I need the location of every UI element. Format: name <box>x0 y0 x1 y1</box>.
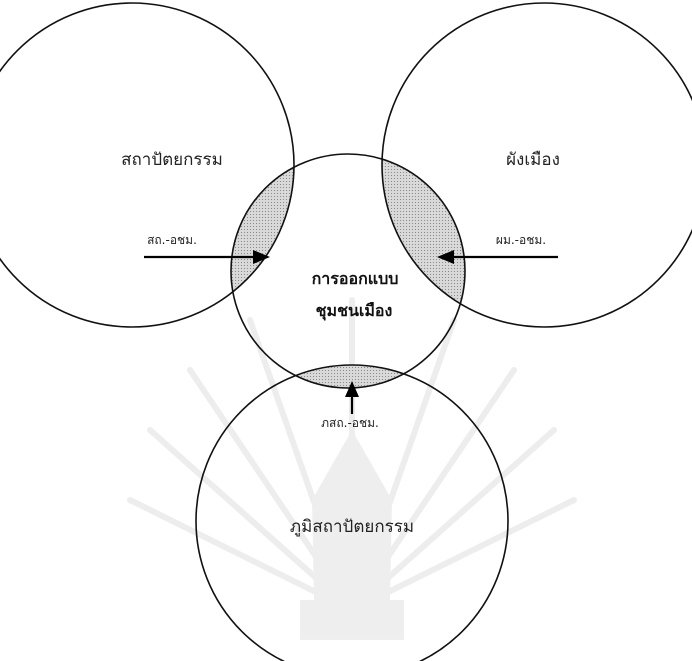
label-architecture: สถาปัตยกรรม <box>121 150 223 170</box>
circle-architecture <box>0 2 295 328</box>
label-urban-planning: ผังเมือง <box>506 150 560 170</box>
label-landscape: ภูมิสถาปัตยกรรม <box>290 517 414 537</box>
label-urban-design-line2: ชุมชนเมือง <box>316 301 393 321</box>
arrow-bottom <box>345 381 359 414</box>
overlap-right-center <box>382 154 465 327</box>
circle-urban-design <box>230 153 466 389</box>
watermark-emblem <box>127 297 577 640</box>
circle-landscape <box>195 364 509 661</box>
arrow-right <box>437 250 558 264</box>
arrow-left <box>144 250 270 264</box>
label-urban-design-line1: การออกแบบ <box>312 269 399 288</box>
label-arrow-bottom: ภสถ.-อชม. <box>321 416 379 430</box>
label-arrow-left: สถ.-อชม. <box>147 233 197 247</box>
label-arrow-right: ผม.-อชม. <box>496 233 546 247</box>
circle-urban-planning <box>381 2 692 328</box>
